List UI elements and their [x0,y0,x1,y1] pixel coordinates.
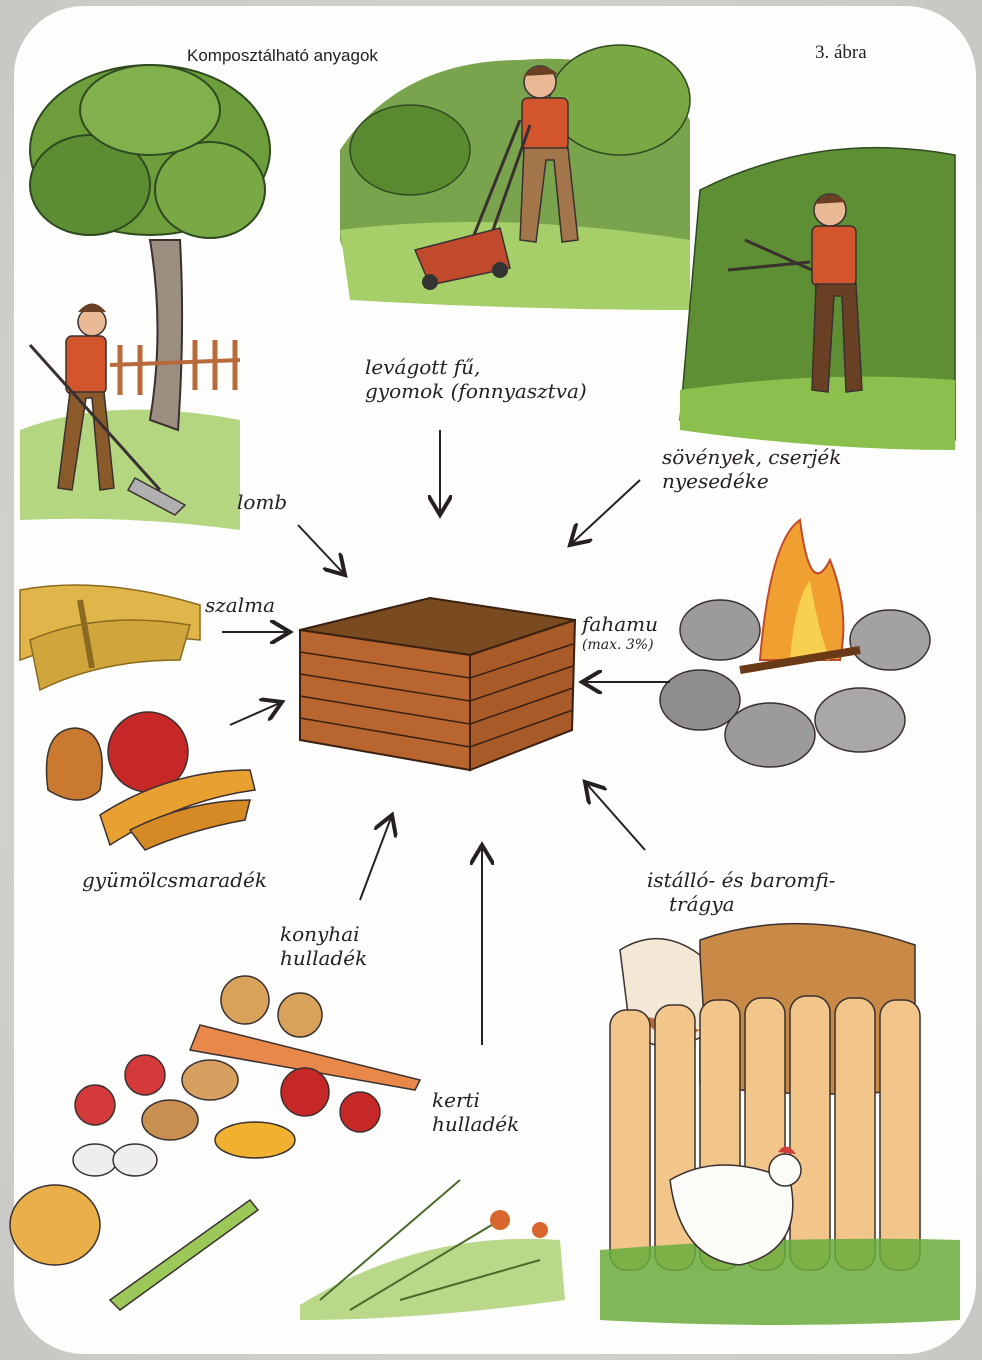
label-wood-ash: fahamu(max. 3%) [582,612,658,654]
label-cut-grass: levágott fű,gyomok (fonnyasztva) [365,355,587,403]
page-title: Komposztálható anyagok [187,46,378,66]
label-straw: szalma [205,593,275,617]
hedge-scene [680,148,955,450]
label-leaves: lomb [237,490,287,514]
label-manure: istálló- és baromfi-trágya [647,868,835,916]
label-fruit-waste: gyümölcsmaradék [82,868,267,892]
figure-number: 3. ábra [815,42,867,64]
compost-bin [300,598,575,770]
